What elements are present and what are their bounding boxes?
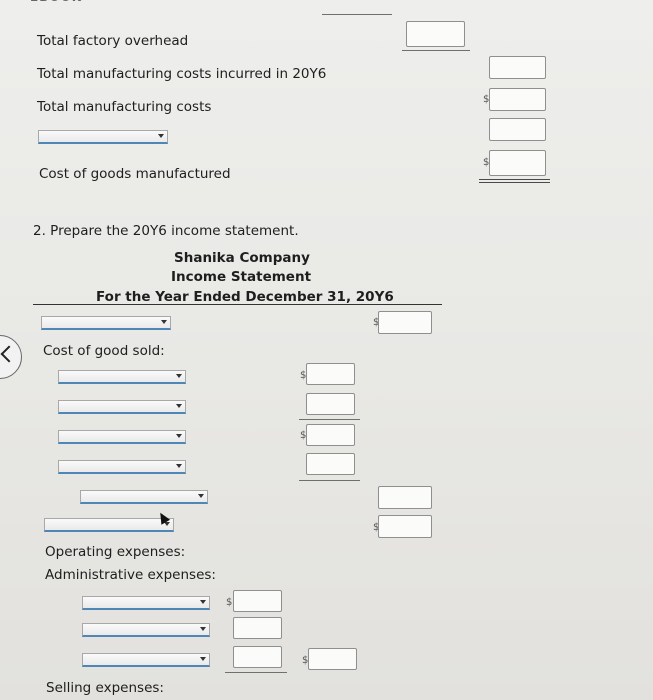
double-underline-top (479, 179, 550, 180)
chevron-down-icon (176, 404, 182, 408)
cogs-dropdown-3[interactable] (58, 430, 186, 444)
chevron-down-icon (176, 464, 182, 468)
inventory-dropdown[interactable] (38, 130, 168, 144)
ebook-tab[interactable]: eBook (30, 0, 82, 4)
admin-expense-dropdown-3[interactable] (82, 653, 210, 667)
admin-expense-dropdown-1[interactable] (82, 596, 210, 610)
dollar-sign: $ (300, 430, 307, 441)
cogs-amount-input-3[interactable] (306, 424, 355, 446)
factory-overhead-underline (402, 50, 470, 51)
cogs-amount-input-2[interactable] (306, 393, 355, 415)
gross-profit-input[interactable] (378, 515, 432, 538)
chevron-left-icon (0, 345, 18, 363)
cogs-subtotal-rule (299, 419, 360, 420)
sales-amount-input[interactable] (378, 311, 432, 334)
chevron-down-icon (161, 320, 167, 324)
cost-of-goods-manufactured-label: Cost of goods manufactured (39, 166, 231, 182)
chevron-down-icon (198, 494, 204, 498)
header-rule (33, 304, 442, 305)
cogs-dropdown-4[interactable] (58, 460, 186, 474)
cogs-dropdown-1[interactable] (58, 370, 186, 384)
operating-expenses-label: Operating expenses: (45, 544, 186, 560)
company-name: Shanika Company (174, 250, 310, 266)
dollar-sign: $ (302, 655, 309, 666)
cost-of-goods-sold-label: Cost of good sold: (43, 343, 165, 359)
chevron-down-icon (200, 657, 206, 661)
admin-expense-input-2[interactable] (233, 617, 282, 639)
collapse-panel-button[interactable] (0, 335, 22, 379)
administrative-expenses-label: Administrative expenses: (45, 567, 216, 583)
cogs-amount-input-1[interactable] (306, 363, 355, 385)
cost-goods-manufactured-input[interactable] (489, 150, 546, 176)
factory-overhead-input[interactable] (406, 21, 465, 47)
gross-profit-dropdown[interactable] (44, 518, 174, 532)
dollar-sign: $ (226, 597, 233, 608)
admin-expense-input-1[interactable] (233, 590, 282, 612)
sales-dropdown[interactable] (41, 316, 171, 330)
mfg-costs-incurred-input[interactable] (489, 56, 546, 79)
admin-expense-dropdown-2[interactable] (82, 623, 210, 637)
chevron-down-icon (164, 522, 170, 526)
double-underline-bottom (479, 182, 550, 183)
total-mfg-costs-label: Total manufacturing costs (37, 99, 212, 115)
cogs-amount-input-4[interactable] (306, 453, 355, 475)
chevron-down-icon (176, 434, 182, 438)
top-rule (322, 14, 392, 15)
statement-title: Income Statement (171, 269, 312, 285)
chevron-down-icon (200, 600, 206, 604)
dollar-sign: $ (483, 157, 490, 168)
cogs-dropdown-2[interactable] (58, 400, 186, 414)
instruction-text: 2. Prepare the 20Y6 income statement. (33, 223, 299, 239)
dollar-sign: $ (373, 317, 380, 328)
admin-expense-input-3[interactable] (233, 646, 282, 668)
cost-of-goods-sold-input[interactable] (378, 486, 432, 509)
dollar-sign: $ (300, 370, 307, 381)
total-mfg-costs-incurred-label: Total manufacturing costs incurred in 20… (37, 66, 327, 82)
chevron-down-icon (200, 627, 206, 631)
dollar-sign: $ (373, 522, 380, 533)
cogs-total-rule (299, 480, 360, 481)
total-mfg-costs-input[interactable] (489, 88, 546, 111)
total-administrative-expenses-input[interactable] (308, 648, 357, 670)
admin-expense-total-rule (225, 672, 287, 673)
chevron-down-icon (158, 134, 164, 138)
dollar-sign: $ (483, 94, 490, 105)
cogs-dropdown-5[interactable] (80, 490, 208, 504)
selling-expenses-label: Selling expenses: (46, 680, 164, 696)
statement-period: For the Year Ended December 31, 20Y6 (96, 289, 394, 305)
chevron-down-icon (176, 374, 182, 378)
total-factory-overhead-label: Total factory overhead (37, 33, 189, 49)
inventory-amount-input[interactable] (489, 118, 546, 141)
